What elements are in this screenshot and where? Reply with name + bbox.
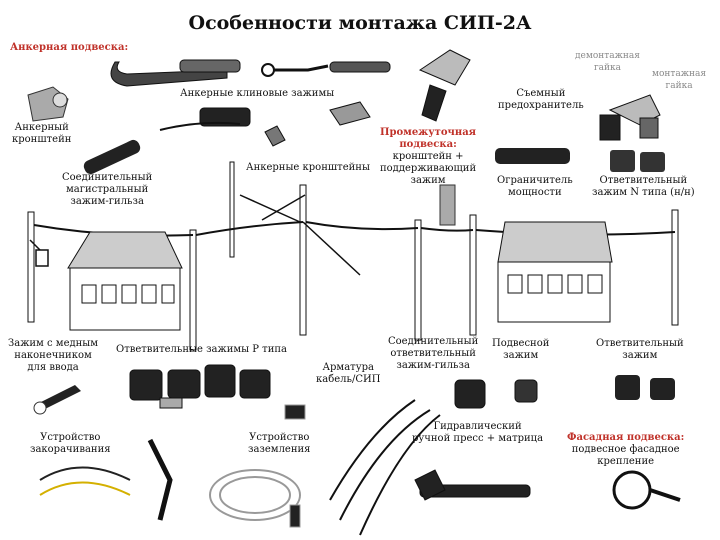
p-type-branch-clamps-illustration	[129, 364, 271, 409]
removable-fuse-illustration	[599, 94, 661, 141]
hydraulic-press-illustration	[414, 469, 531, 501]
facade-suspension-label: Фасадная подвеска: подвесное фасадное кр…	[567, 432, 684, 468]
short-circuit-device-label: Устройство закорачивания	[30, 432, 111, 456]
power-limiter-line2: мощности	[508, 187, 562, 198]
mount-nut-line2: гайка	[665, 81, 693, 91]
cable-fittings-line2: кабель/СИП	[316, 374, 381, 385]
short-circuit-device-line1: Устройство	[40, 432, 101, 443]
wedge-clamps-illustration	[159, 101, 371, 147]
connecting-branch-sleeve-line3: зажим-гильза	[396, 360, 470, 371]
grounding-device-line2: заземления	[248, 444, 311, 455]
intermediate-suspension-line3: кронштейн +	[392, 151, 464, 162]
hydraulic-press-line2: ручной пресс + матрица	[412, 433, 544, 444]
anchor-bracket-line2: кронштейн	[12, 134, 72, 145]
anchor-bracket-illustration	[27, 86, 69, 122]
suspension-clamp-label: Подвесной зажим	[492, 338, 549, 362]
anchor-bracket-label: Анкерный кронштейн	[12, 122, 71, 146]
n-type-branch-clamp-line2: зажим N типа (н/н)	[592, 187, 695, 198]
dismount-nut-label: демонтажная гайка	[575, 50, 640, 74]
intermediate-suspension-illustration	[439, 184, 456, 226]
power-limiter-label: Ограничитель мощности	[497, 175, 573, 199]
short-circuit-device-line2: закорачивания	[30, 444, 111, 455]
mount-nut-line1: монтажная	[652, 69, 707, 79]
anchor-wedge-clamps-label: Анкерные клиновые зажимы	[180, 88, 335, 99]
branch-clamp-line2: зажим	[622, 350, 658, 361]
connecting-branch-sleeve-line2: ответвительный	[390, 348, 476, 359]
facade-suspension-line2: подвесное фасадное	[571, 444, 680, 455]
copper-lug-clamp-label: Зажим с медным наконечником для ввода	[8, 338, 98, 374]
removable-fuse-line1: Съемный	[516, 88, 566, 99]
removable-fuse-label: Съемный предохранитель	[498, 88, 584, 112]
copper-lug-clamp-line1: Зажим с медным	[8, 338, 99, 349]
suspension-clamp-line2: зажим	[503, 350, 539, 361]
house-right	[497, 221, 613, 323]
branch-clamp-line1: Ответвительный	[596, 338, 684, 349]
connecting-branch-sleeve-label: Соединительный ответвительный зажим-гиль…	[388, 336, 478, 372]
copper-lug-clamp-line2: наконечником	[14, 350, 92, 361]
overhead-line-scene	[27, 161, 679, 351]
suspension-clamp-line1: Подвесной	[492, 338, 550, 349]
removable-fuse-line2: предохранитель	[498, 100, 584, 111]
power-limiter-line1: Ограничитель	[497, 175, 573, 186]
n-type-branch-clamp-label: Ответвительный зажим N типа (н/н)	[592, 175, 695, 199]
intermediate-suspension-line5: зажим	[410, 175, 446, 186]
copper-lug-clamp-line3: для ввода	[27, 362, 79, 373]
branch-clamp-label: Ответвительный зажим	[596, 338, 684, 362]
short-circuit-device-illustration	[39, 438, 173, 521]
anchor-clamp-hardware-illustration	[110, 49, 471, 122]
main-sleeve-clamp-line2: магистральный	[66, 184, 149, 195]
power-limiter-illustration	[495, 148, 570, 164]
grounding-device-line1: Устройство	[249, 432, 310, 443]
n-type-branch-clamp-line1: Ответвительный	[599, 175, 688, 186]
hydraulic-press-label: Гидравлический ручной пресс + матрица	[412, 421, 543, 445]
intermediate-suspension-label: Промежуточная подвеска: кронштейн + подд…	[380, 127, 476, 187]
grounding-device-label: Устройство заземления	[248, 432, 310, 456]
anchor-suspension-heading: Анкерная подвеска:	[10, 42, 129, 53]
connecting-branch-sleeve-line1: Соединительный	[388, 336, 479, 347]
cable-fittings-line1: Арматура	[322, 362, 374, 373]
main-sleeve-clamp-line1: Соединительный	[62, 172, 153, 183]
hydraulic-press-line1: Гидравлический	[433, 421, 522, 432]
dismount-nut-line1: демонтажная	[575, 51, 640, 61]
main-sleeve-clamp-line3: зажим-гильза	[70, 196, 144, 207]
mount-nut-label: монтажная гайка	[652, 68, 706, 92]
house-left	[67, 231, 183, 331]
facade-suspension-line1: Фасадная подвеска:	[567, 432, 685, 443]
page-title: Особенности монтажа СИП-2А	[188, 12, 532, 34]
copper-lug-clamp-illustration	[33, 385, 81, 415]
cable-fittings-label: Арматура кабель/СИП	[316, 362, 380, 386]
grounding-device-illustration	[209, 404, 306, 528]
main-sleeve-clamp-label: Соединительный магистральный зажим-гильз…	[62, 172, 152, 208]
sleeve-clamp-illustration	[83, 139, 141, 175]
facade-bracket-illustration	[612, 470, 681, 510]
intermediate-suspension-line2: подвеска:	[399, 139, 457, 150]
anchor-brackets-label: Анкерные кронштейны	[246, 162, 370, 173]
n-type-clamp-illustration	[610, 150, 665, 172]
dismount-nut-line2: гайка	[593, 63, 622, 73]
branch-clamp-n-illustration	[615, 375, 675, 400]
intermediate-suspension-line4: поддерживающий	[380, 163, 477, 174]
p-type-branch-clamps-label: Ответвительные зажимы Р типа	[116, 344, 288, 355]
cable-fittings-illustration	[329, 379, 538, 536]
facade-suspension-line3: крепление	[597, 456, 655, 467]
anchor-bracket-line1: Анкерный	[14, 122, 69, 133]
intermediate-suspension-line1: Промежуточная	[380, 127, 477, 138]
